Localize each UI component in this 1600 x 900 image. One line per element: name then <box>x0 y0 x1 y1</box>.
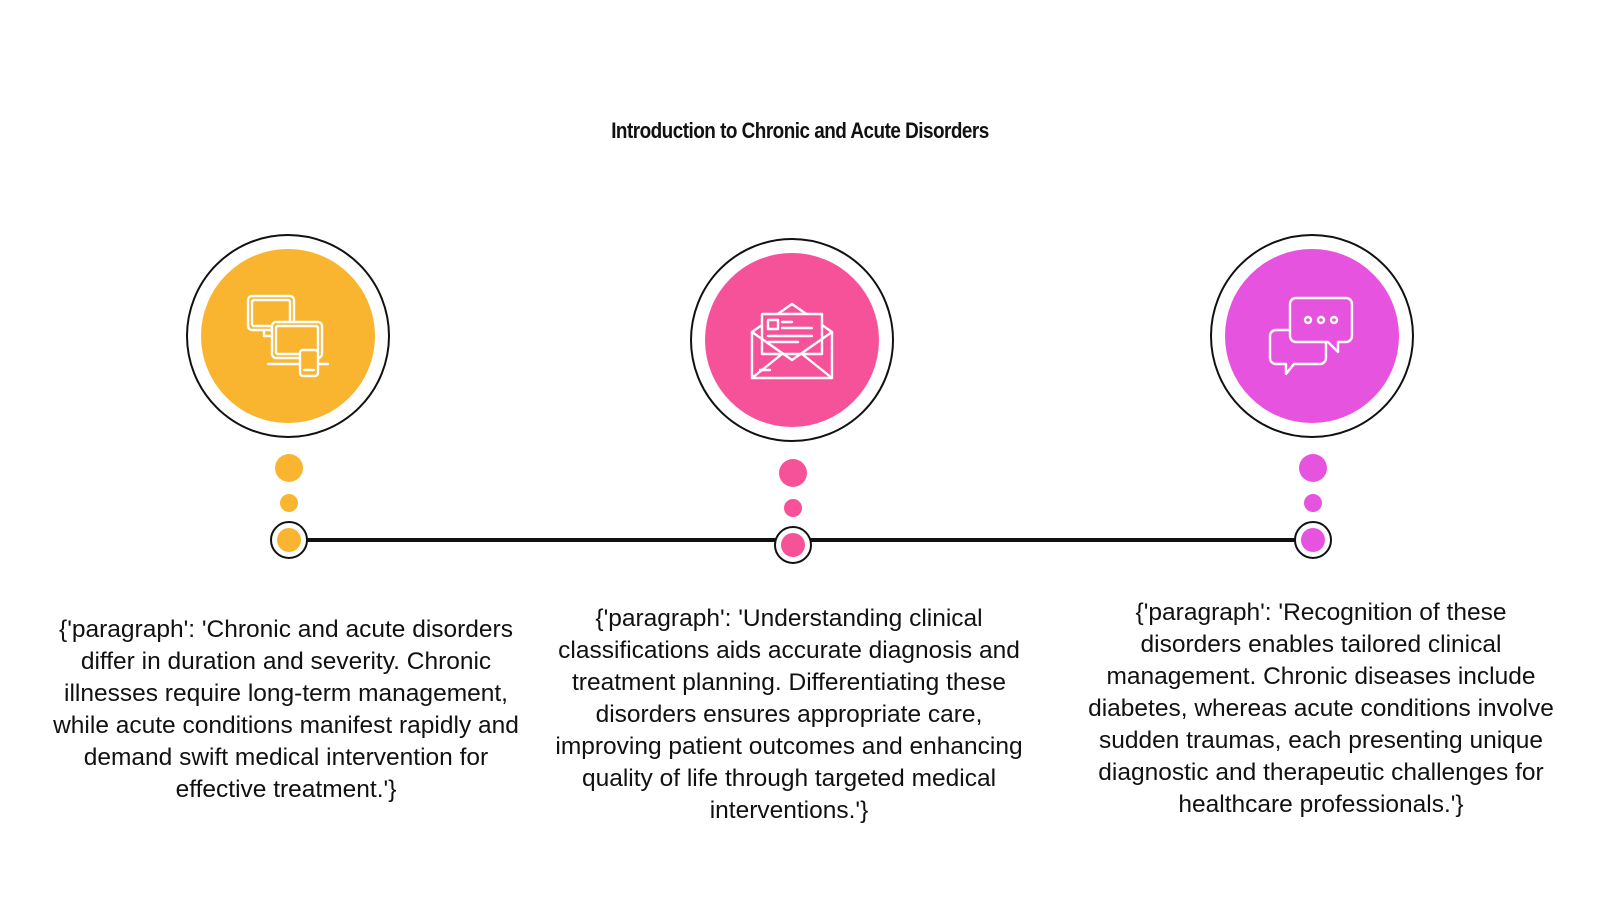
step-1-paragraph: {'paragraph': 'Chronic and acute disorde… <box>53 616 519 803</box>
step-3-disc <box>1225 249 1399 423</box>
devices-icon <box>246 294 330 378</box>
step-3-connector-dot-small <box>1304 494 1322 512</box>
step-1-connector-dot-large <box>275 454 303 482</box>
step-1-connector-dot-small <box>280 494 298 512</box>
step-1-disc <box>201 249 375 423</box>
step-2-paragraph: {'paragraph': 'Understanding clinical cl… <box>555 605 1023 824</box>
step-1-ring <box>186 234 390 438</box>
step-3-timeline-node <box>1294 521 1332 559</box>
diagram-title: Introduction to Chronic and Acute Disord… <box>611 118 989 143</box>
chat-bubbles-icon <box>1268 296 1354 376</box>
step-2-disc <box>705 253 879 427</box>
step-3-ring <box>1210 234 1414 438</box>
step-2-connector-dot-small <box>784 499 802 517</box>
step-3-paragraph: {'paragraph': 'Recognition of these diso… <box>1088 599 1554 818</box>
step-3-connector-dot-large <box>1299 454 1327 482</box>
step-1-timeline-node <box>270 521 308 559</box>
envelope-letter-icon <box>750 302 834 380</box>
step-2-timeline-node <box>774 526 812 564</box>
step-2-ring <box>690 238 894 442</box>
step-2-connector-dot-large <box>779 459 807 487</box>
